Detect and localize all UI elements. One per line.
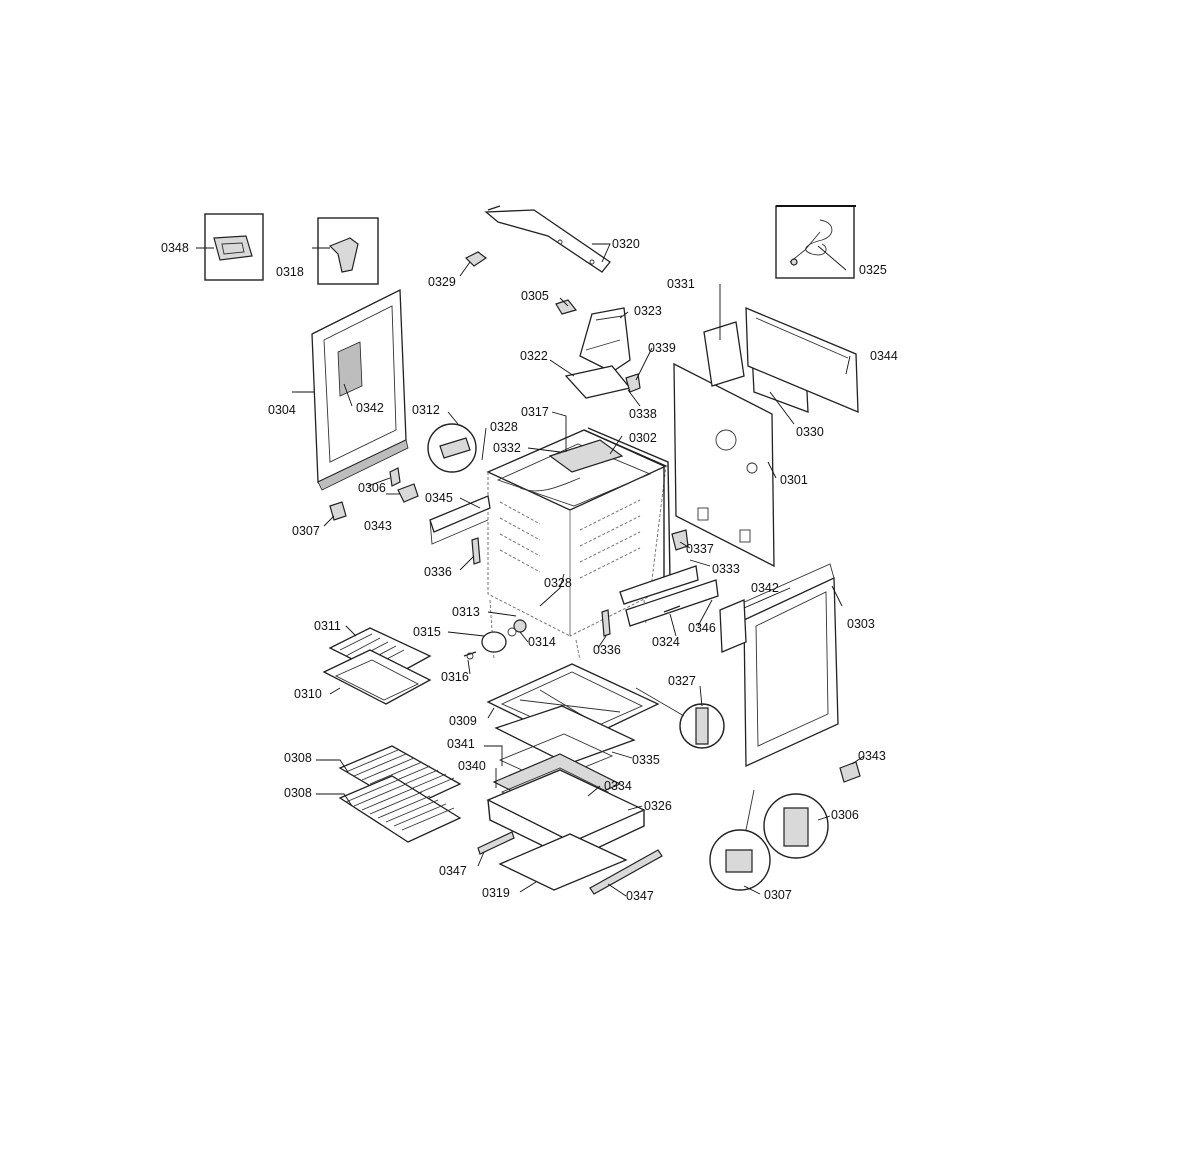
part-0305 (555, 299, 578, 315)
label-0306-left: 0306 (358, 481, 386, 495)
part-0306-small (389, 467, 401, 487)
label-0316: 0316 (441, 670, 469, 684)
part-0322-plate (564, 365, 632, 399)
part-0327-callout (635, 687, 725, 749)
label-0320: 0320 (612, 237, 640, 251)
label-0347-right: 0347 (626, 889, 654, 903)
label-0326: 0326 (644, 799, 672, 813)
part-0342-right (719, 599, 747, 653)
label-0305: 0305 (521, 289, 549, 303)
part-0324 (663, 605, 681, 613)
label-0304: 0304 (268, 403, 296, 417)
label-0336-right: 0336 (593, 643, 621, 657)
label-0310: 0310 (294, 687, 322, 701)
label-0347-left: 0347 (439, 864, 467, 878)
label-0307-right: 0307 (764, 888, 792, 902)
part-0319-bottom (498, 833, 628, 891)
label-0330: 0330 (796, 425, 824, 439)
label-0318: 0318 (276, 265, 304, 279)
label-0341: 0341 (447, 737, 475, 751)
label-0328-mid: 0328 (544, 576, 572, 590)
label-0336-left: 0336 (424, 565, 452, 579)
inset-0325 (775, 205, 856, 279)
label-0345: 0345 (425, 491, 453, 505)
part-0347-rails (477, 831, 663, 895)
part-0329 (464, 251, 488, 267)
label-0323: 0323 (634, 304, 662, 318)
part-0315-lens (481, 631, 507, 653)
inset-0318 (317, 217, 379, 285)
label-0337: 0337 (686, 542, 714, 556)
part-0304-side-panel (311, 288, 409, 491)
part-0343-right (839, 761, 861, 783)
part-0346-rail (625, 579, 719, 627)
part-0308-rack-bottom (338, 775, 462, 843)
label-0314: 0314 (528, 635, 556, 649)
label-0348: 0348 (161, 241, 189, 255)
label-0306-right: 0306 (831, 808, 859, 822)
part-0336-right (601, 609, 611, 637)
label-0312: 0312 (412, 403, 440, 417)
leader-lines (196, 243, 865, 897)
part-0301-back-panel (673, 362, 775, 568)
part-0337 (671, 529, 689, 551)
label-0338: 0338 (629, 407, 657, 421)
label-0322: 0322 (520, 349, 548, 363)
label-0339: 0339 (648, 341, 676, 355)
label-0319: 0319 (482, 886, 510, 900)
label-0346: 0346 (688, 621, 716, 635)
label-0335: 0335 (632, 753, 660, 767)
part-labels: 0348 0318 0329 0320 0325 0331 0305 0323 … (161, 237, 898, 903)
part-0344-panel (745, 307, 859, 413)
label-0329: 0329 (428, 275, 456, 289)
part-0306-callout (763, 793, 829, 859)
label-0309: 0309 (449, 714, 477, 728)
part-0320-bracket (484, 205, 611, 273)
part-0312-element (427, 423, 477, 473)
label-0324: 0324 (652, 635, 680, 649)
part-0313-0314-light (507, 619, 527, 637)
label-0301: 0301 (780, 473, 808, 487)
part-0343-small (397, 483, 419, 503)
label-0343-left: 0343 (364, 519, 392, 533)
label-0307-left: 0307 (292, 524, 320, 538)
part-0335-panel (494, 705, 636, 765)
inset-0348 (204, 213, 264, 281)
part-0333-rail (619, 565, 699, 605)
label-0308-top: 0308 (284, 751, 312, 765)
label-0334: 0334 (604, 779, 632, 793)
label-0332: 0332 (493, 441, 521, 455)
label-0340: 0340 (458, 759, 486, 773)
label-0311: 0311 (314, 619, 341, 633)
label-0333: 0333 (712, 562, 740, 576)
part-0307-callout (709, 789, 771, 891)
label-0317: 0317 (521, 405, 549, 419)
label-0343-right: 0343 (858, 749, 886, 763)
label-0315: 0315 (413, 625, 441, 639)
label-0325: 0325 (859, 263, 887, 277)
label-0328-top: 0328 (490, 420, 518, 434)
part-0310-broil-pan (322, 649, 432, 705)
part-0336-left (471, 537, 481, 565)
part-0316 (463, 651, 477, 660)
part-0323-duct (579, 307, 631, 373)
label-0331: 0331 (667, 277, 695, 291)
part-0331 (703, 321, 745, 387)
label-0302: 0302 (629, 431, 657, 445)
label-0342-right: 0342 (751, 581, 779, 595)
label-0342-left: 0342 (356, 401, 384, 415)
label-0308-bottom: 0308 (284, 786, 312, 800)
label-0344: 0344 (870, 349, 898, 363)
label-0313: 0313 (452, 605, 480, 619)
label-0327: 0327 (668, 674, 696, 688)
label-0303: 0303 (847, 617, 875, 631)
part-0307-small (329, 501, 347, 521)
